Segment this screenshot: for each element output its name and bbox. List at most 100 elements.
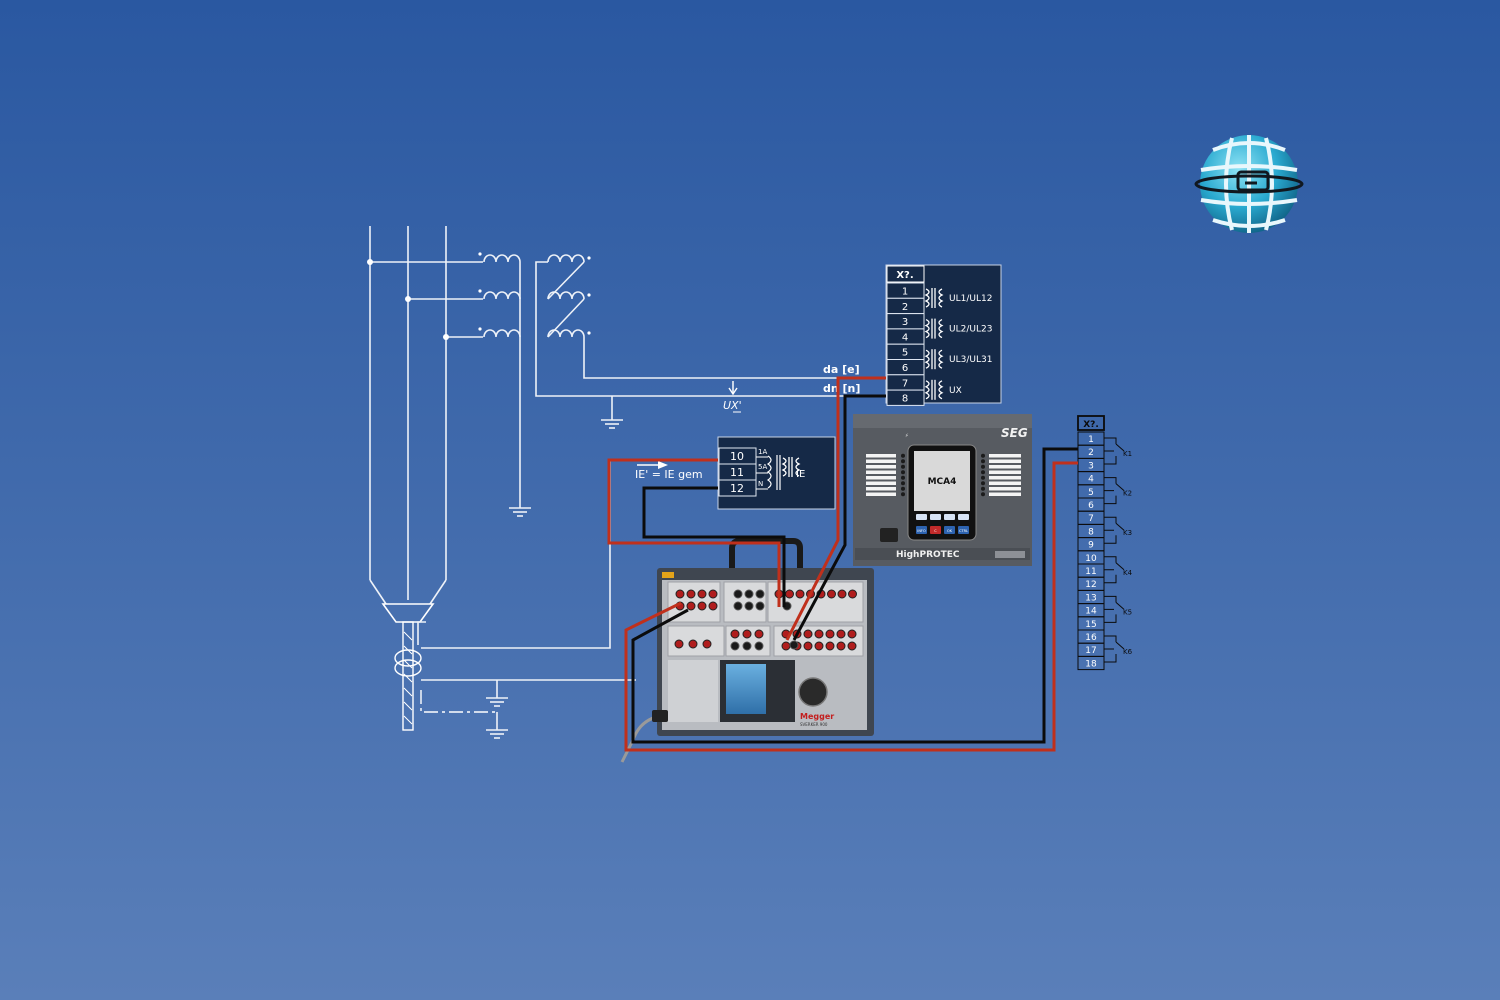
relay-port[interactable]: [880, 528, 898, 542]
test-jack[interactable]: [688, 639, 698, 649]
contact-icon: [1104, 437, 1125, 465]
test-jack[interactable]: [755, 601, 765, 611]
terminal-number: 2: [1088, 448, 1094, 458]
relay-led-label: [866, 465, 896, 469]
test-jack[interactable]: [730, 629, 740, 639]
test-jack[interactable]: [837, 589, 847, 599]
test-jack[interactable]: [789, 640, 799, 650]
relay-led: [901, 481, 905, 486]
test-jack[interactable]: [836, 629, 846, 639]
test-jack[interactable]: [708, 601, 718, 611]
test-jack[interactable]: [827, 589, 836, 599]
relay-nav-key[interactable]: [944, 514, 955, 520]
test-set-model: SVERKER 900: [800, 722, 828, 727]
relay-key-label: OK: [947, 529, 953, 533]
test-jack[interactable]: [697, 601, 707, 611]
test-set-brand: Megger: [800, 712, 834, 721]
test-jack[interactable]: [803, 629, 813, 639]
globe-logo-icon[interactable]: [1194, 135, 1304, 233]
test-jack[interactable]: [742, 641, 752, 651]
terminal-number: 6: [1088, 501, 1094, 511]
terminal-number: 18: [1085, 659, 1097, 669]
relay-nav-key[interactable]: [916, 514, 927, 520]
relay-series: HighPROTEC: [896, 550, 960, 560]
relay-key[interactable]: [930, 526, 941, 534]
contact-label: K4: [1123, 569, 1133, 577]
terminal-number: 3: [902, 317, 908, 328]
test-jack[interactable]: [847, 641, 857, 651]
voltage-input-label: UL3/UL31: [949, 355, 992, 365]
relay-led-label: [989, 459, 1021, 463]
relay-key[interactable]: [916, 526, 927, 534]
relay-led-label: [866, 459, 896, 463]
test-jack[interactable]: [755, 589, 765, 599]
terminal-number: 7: [1088, 514, 1094, 524]
relay-key-label: CTRL: [959, 529, 968, 533]
relay-led-label: [989, 465, 1021, 469]
ux-measure-label: UX': [723, 399, 742, 412]
test-jack[interactable]: [744, 589, 754, 599]
relay-led-label: [866, 476, 896, 480]
test-jack[interactable]: [733, 601, 743, 611]
control-knob[interactable]: [798, 677, 828, 707]
relay-nav-key[interactable]: [930, 514, 941, 520]
contact-label: K1: [1123, 450, 1132, 458]
relay-key-label: INFO: [917, 529, 926, 533]
terminal-header: X?.: [896, 270, 913, 281]
relay-led-label: [989, 476, 1021, 480]
test-jack[interactable]: [686, 589, 696, 599]
terminal-number: 6: [902, 363, 908, 374]
relay-key[interactable]: [944, 526, 955, 534]
test-jack[interactable]: [697, 589, 707, 599]
relay-key[interactable]: [958, 526, 969, 534]
ground-icon: [485, 721, 509, 739]
terminal-number: 12: [1085, 580, 1096, 590]
test-jack[interactable]: [674, 639, 684, 649]
test-jack[interactable]: [702, 639, 712, 649]
test-jack[interactable]: [814, 641, 824, 651]
terminal-number: 7: [902, 378, 908, 389]
terminal-number: 4: [902, 332, 908, 343]
test-jack[interactable]: [848, 589, 857, 599]
test-jack[interactable]: [744, 601, 754, 611]
relay-led-label: [989, 481, 1021, 485]
test-jack[interactable]: [836, 641, 846, 651]
contact-label: K3: [1123, 529, 1132, 537]
relay-led-label: [866, 481, 896, 485]
test-set-screen[interactable]: [726, 664, 766, 714]
test-jack[interactable]: [814, 629, 824, 639]
relay-led: [981, 481, 985, 486]
relay-led: [901, 486, 905, 491]
test-jack[interactable]: [781, 641, 791, 651]
relay-nav-key[interactable]: [958, 514, 969, 520]
relay-led-label: [866, 487, 896, 491]
test-jack[interactable]: [825, 641, 835, 651]
voltage-input-label: UL2/UL23: [949, 325, 992, 335]
test-jack[interactable]: [825, 629, 835, 639]
test-jack[interactable]: [742, 629, 752, 639]
terminal-number: 2: [902, 302, 908, 313]
test-jack[interactable]: [733, 589, 743, 599]
terminal-number: 11: [730, 466, 744, 479]
test-jack[interactable]: [754, 629, 764, 639]
test-jack[interactable]: [847, 629, 857, 639]
ie-label: IE: [796, 469, 805, 480]
tap-1a: 1A: [758, 448, 767, 456]
test-jack[interactable]: [686, 601, 696, 611]
test-jack[interactable]: [803, 641, 813, 651]
test-jack[interactable]: [675, 589, 685, 599]
test-jack[interactable]: [785, 589, 794, 599]
terminal-number: 15: [1085, 620, 1096, 630]
relay-led: [901, 453, 905, 458]
test-jack[interactable]: [754, 641, 764, 651]
test-jack[interactable]: [795, 589, 805, 599]
relay-led: [981, 453, 985, 458]
relay-led-label: [989, 487, 1021, 491]
contact-icon: [1104, 556, 1125, 584]
test-jack[interactable]: [730, 641, 740, 651]
terminal-number: 5: [1088, 488, 1094, 498]
relay-led-label: [989, 454, 1021, 458]
test-jack[interactable]: [708, 589, 718, 599]
